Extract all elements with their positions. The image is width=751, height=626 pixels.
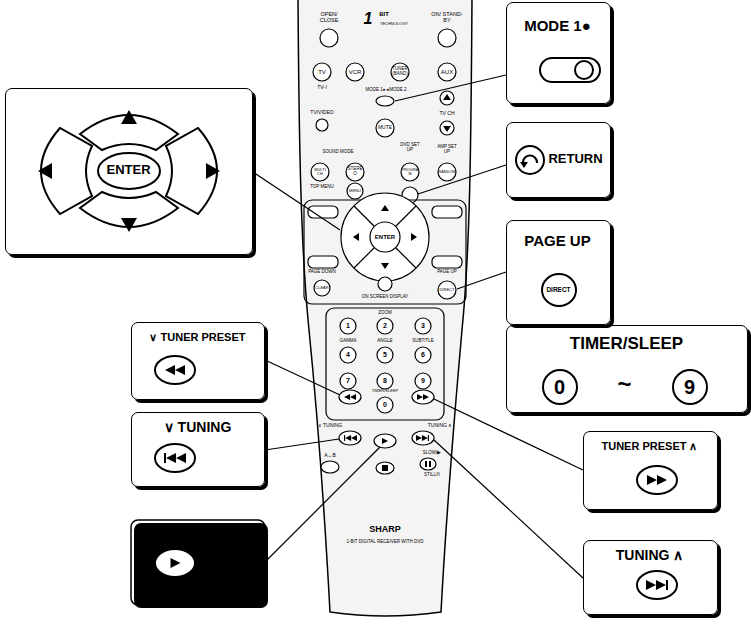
remote-label: ON/ STAND-BY — [430, 12, 464, 24]
remote-label: 2 — [380, 322, 390, 329]
remote-label: TV — [314, 69, 330, 75]
callout-label: ∨ TUNER PRESET — [134, 331, 262, 343]
remote-label: 1-BIT DIGITAL RECEIVER WITH DVD — [335, 540, 435, 545]
callout-label: RETURN — [544, 152, 608, 166]
callout-label: PAGE UP — [508, 233, 608, 250]
remote-label: TV/VIDEO — [305, 110, 339, 115]
remote-label: ENTER — [373, 234, 397, 240]
remote-label: TUNER (BAND) — [390, 67, 410, 76]
remote-label: 5 — [380, 351, 390, 358]
remote-label: 4 — [343, 351, 353, 358]
remote-label: DVD SET UP — [399, 143, 421, 152]
remote-label: TIMER/SLEEP — [368, 389, 402, 393]
remote-label: ∨ TUNING — [315, 423, 345, 428]
remote-label: A↔B — [320, 453, 340, 458]
remote-label: STILL/II — [419, 473, 445, 478]
callout-box: TUNING ∧ — [583, 540, 718, 615]
remote-label: TECHNOLOGY — [374, 22, 414, 26]
remote-label: RANDOM — [438, 170, 456, 174]
callout-box: ∨ TUNER PRESET — [131, 322, 265, 400]
remote-label: VCR — [346, 69, 364, 75]
callout-label: TUNING ∧ — [585, 548, 714, 563]
callout-label: 0 — [548, 376, 572, 398]
callout-box: RETURN — [506, 122, 611, 198]
remote-label: PAGE UP — [432, 270, 462, 275]
remote-label: SUBTITLE — [410, 339, 436, 344]
remote-label: ZOOM — [375, 311, 395, 316]
remote-label: ANGLE — [373, 339, 397, 344]
remote-label: STEREO — [346, 167, 364, 176]
callout-label: MODE 1● — [508, 18, 608, 35]
remote-label: DIRECT — [439, 288, 455, 292]
remote-label: 3 — [418, 322, 428, 329]
remote-label: MUTE — [376, 125, 394, 130]
callout-label: DIRECT — [544, 286, 574, 293]
remote-label: 8 — [380, 377, 390, 384]
callout-box: MODE 1● — [506, 2, 611, 104]
callout-box: TIMER/SLEEP 0 ~9 — [506, 325, 748, 413]
remote-label: AMP SET UP — [436, 145, 458, 154]
callout-label: TUNER PRESET ∧ — [585, 440, 714, 452]
remote-label: SLOW/▶ — [419, 451, 445, 456]
remote-label: PAGE DOWN — [305, 270, 339, 275]
callout-label: 9 — [678, 376, 702, 398]
remote-label: CLEAR — [315, 286, 329, 290]
remote-label: AUX — [438, 69, 456, 75]
remote-label: GAMMA — [336, 339, 360, 344]
callout-box: ENTER — [5, 88, 253, 255]
remote-label: OPEN/ CLOSE — [316, 12, 342, 24]
remote-label: SOUND MODE — [318, 150, 358, 155]
remote-label: 0 — [380, 401, 390, 408]
callout-label: TIMER/SLEEP — [512, 335, 742, 354]
remote-label: ON SCREEN DISPLAY — [355, 295, 415, 300]
remote-label: PROGRAM — [401, 168, 419, 176]
callout-box: TUNER PRESET ∧ — [583, 431, 718, 510]
remote-label: 7 — [343, 377, 353, 384]
callout-label: ENTER — [94, 163, 164, 177]
callout-label: ∨ TUNING — [134, 420, 262, 435]
remote-label: 6 — [418, 351, 428, 358]
remote-label: MENU — [348, 189, 362, 193]
remote-label: TUNING ∧ — [425, 423, 455, 428]
callout-box: ∨ TUNING — [131, 412, 265, 487]
remote-label: TV◦I — [312, 85, 332, 90]
remote-label: SHARP — [355, 525, 415, 534]
remote-label: BIT — [376, 11, 392, 17]
callout-label: ~ — [610, 371, 640, 397]
remote-label: 9 — [418, 377, 428, 384]
remote-label: 1 — [343, 322, 353, 329]
remote-label: MULTI CH — [313, 168, 327, 176]
remote-label: 1 — [362, 11, 374, 28]
callout-box: PAGE UP DIRECT — [506, 220, 611, 325]
remote-label: MODE 1● ●MODE 2 — [361, 88, 411, 93]
remote-label: TOP MENU — [307, 185, 337, 190]
remote-label: TV CH — [434, 111, 460, 116]
